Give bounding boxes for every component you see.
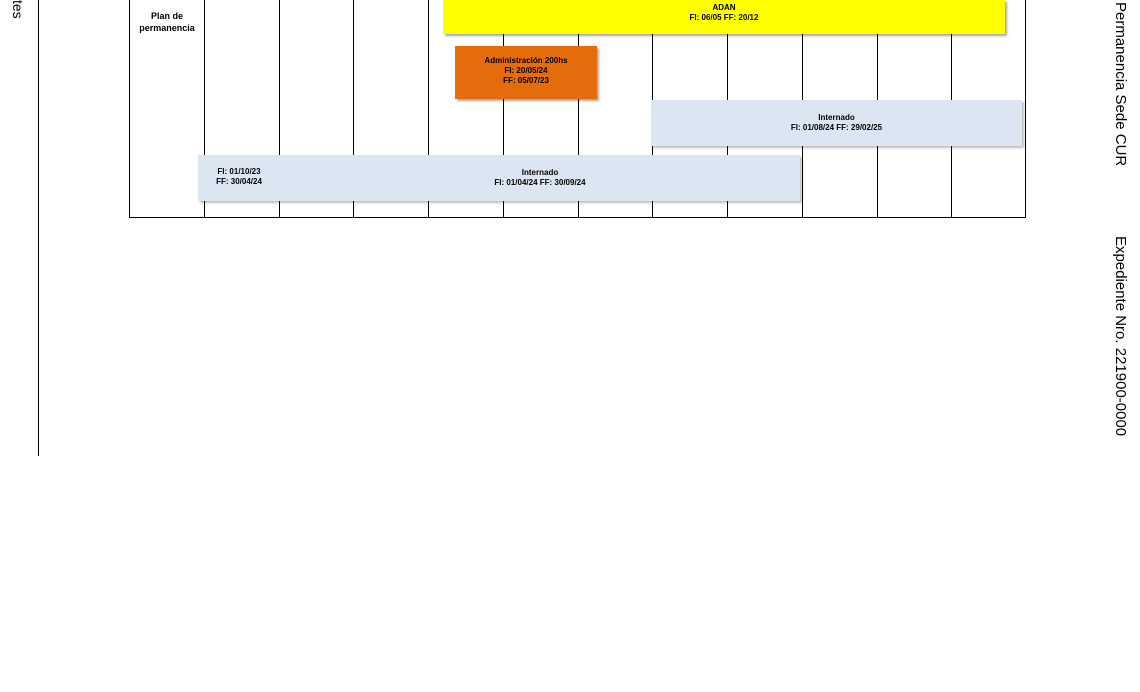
grid-column-divider (503, 0, 504, 218)
bar-adan-dates: FI: 06/05 FF: 20/12 (689, 13, 759, 22)
bar-adan-title: ADAN (712, 3, 736, 12)
bar-prev-fi: FI: 01/10/23 (217, 167, 261, 176)
bar-internado-1-title: Internado (521, 168, 559, 177)
row-label-plan: Plan de permanencia (139, 11, 195, 33)
grid-column-divider (204, 0, 205, 218)
bar-internado-1: Internado FI: 01/04/24 FF: 30/09/24 (280, 155, 800, 201)
left-margin-text: tes (10, 0, 26, 19)
bar-internado-2-dates: FI: 01/08/24 FF: 29/02/25 (790, 123, 883, 132)
bar-internado-2: Internado FI: 01/08/24 FF: 29/02/25 (651, 100, 1022, 146)
left-margin-rule (38, 0, 39, 456)
document-title: Permanencia Sede CUR (1112, 2, 1129, 167)
bar-prev-period: FI: 01/10/23 FF: 30/04/24 (198, 155, 280, 201)
grid-column-divider (578, 0, 579, 218)
bar-internado-2-title: Internado (818, 113, 855, 122)
grid-column-divider (353, 0, 354, 218)
bar-administracion: Administración 200hs FI: 20/05/24 FF: 05… (455, 46, 597, 99)
grid-column-divider (279, 0, 280, 218)
bar-adan: ADAN FI: 06/05 FF: 20/12 (443, 0, 1005, 34)
bar-administracion-ff: FF: 05/07/23 (503, 76, 549, 85)
bar-prev-ff: FF: 30/04/24 (216, 177, 262, 186)
bar-internado-1-dates: FI: 01/04/24 FF: 30/09/24 (494, 178, 586, 187)
bar-administracion-title: Administración 200hs (484, 56, 568, 65)
expediente-number: Expediente Nro. 221900-0000 (1112, 236, 1129, 437)
grid-column-divider (428, 0, 429, 218)
bar-administracion-fi: FI: 20/05/24 (504, 66, 548, 75)
